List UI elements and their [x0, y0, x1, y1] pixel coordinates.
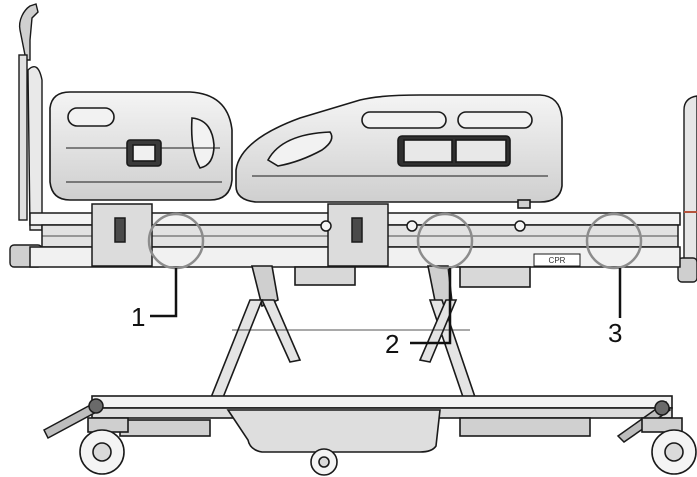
- leader-1: [150, 268, 178, 318]
- headboard: [9, 3, 43, 268]
- lift-mechanism: [208, 265, 531, 401]
- caster-head-end: [79, 417, 129, 475]
- cpr-label: CPR: [549, 256, 566, 265]
- caster-foot-end: [641, 417, 697, 475]
- callout-leaders: [150, 268, 622, 345]
- callout-circle-2: [416, 212, 474, 270]
- casters: [79, 417, 697, 476]
- callout-number-1: 1: [131, 302, 145, 332]
- bed-frame: [29, 203, 681, 268]
- cpr-tag: CPR: [533, 253, 581, 267]
- callout-circle-3: [585, 212, 643, 270]
- callout-numbers: 1 2 3: [131, 302, 622, 359]
- callout-number-2: 2: [385, 329, 399, 359]
- base-frame: [91, 395, 673, 453]
- head-siderail: [49, 91, 233, 201]
- leader-2: [410, 268, 452, 345]
- callout-number-3: 3: [608, 318, 622, 348]
- footboard: [677, 95, 697, 283]
- foot-siderail: [235, 94, 563, 209]
- caster-center: [310, 448, 338, 476]
